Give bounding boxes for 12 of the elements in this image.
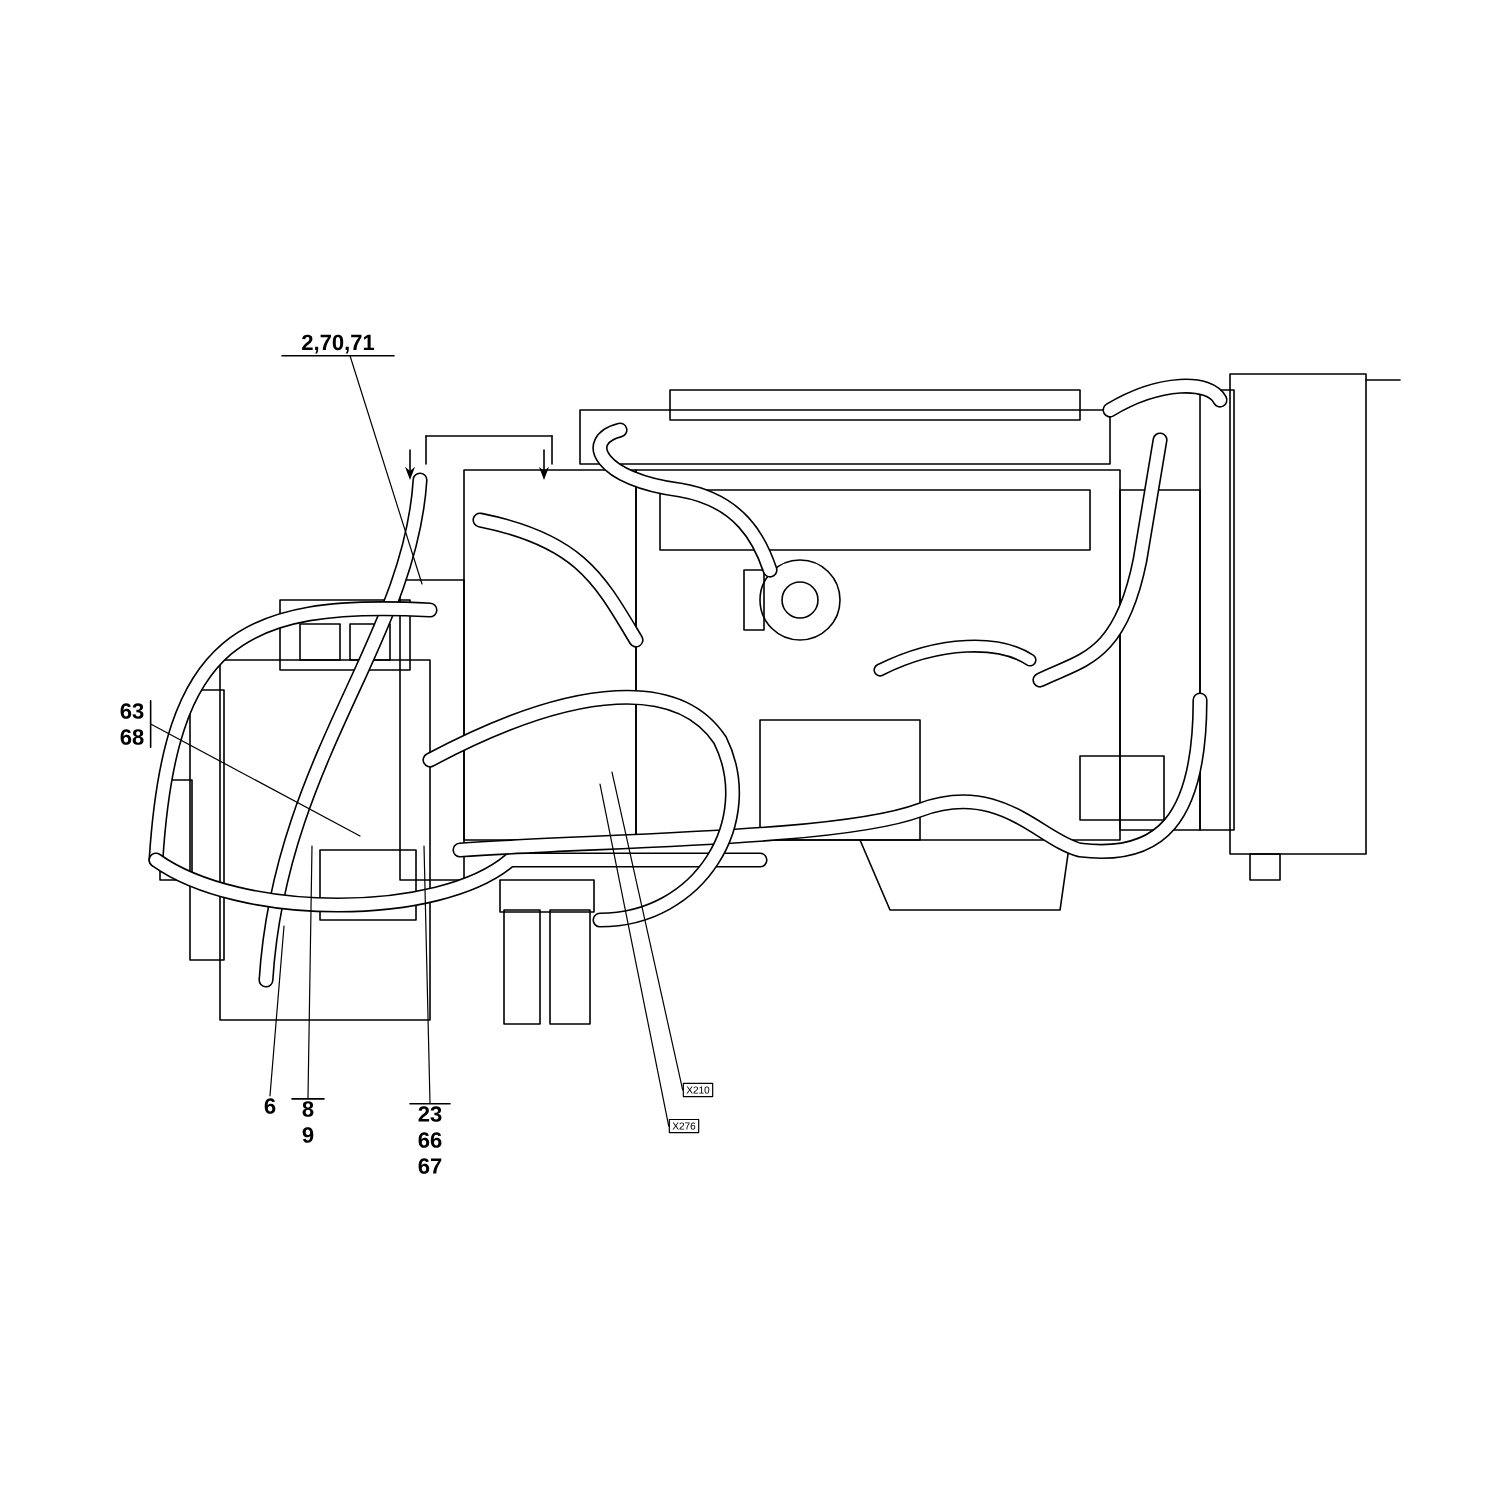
callout-number: 6 — [264, 1098, 276, 1114]
leader-line — [307, 845, 313, 1099]
leader-line — [599, 783, 670, 1127]
callout-number: 23 66 67 — [409, 1103, 451, 1174]
leader-line — [611, 771, 684, 1091]
callout-number: 63 68 — [120, 700, 152, 748]
leader-line — [423, 845, 431, 1104]
callout-number: 8 9 — [291, 1098, 325, 1143]
callout-number: 2,70,71 — [281, 334, 395, 357]
leader-line — [150, 723, 361, 837]
leader-line — [269, 925, 285, 1097]
leader-line — [349, 355, 423, 585]
